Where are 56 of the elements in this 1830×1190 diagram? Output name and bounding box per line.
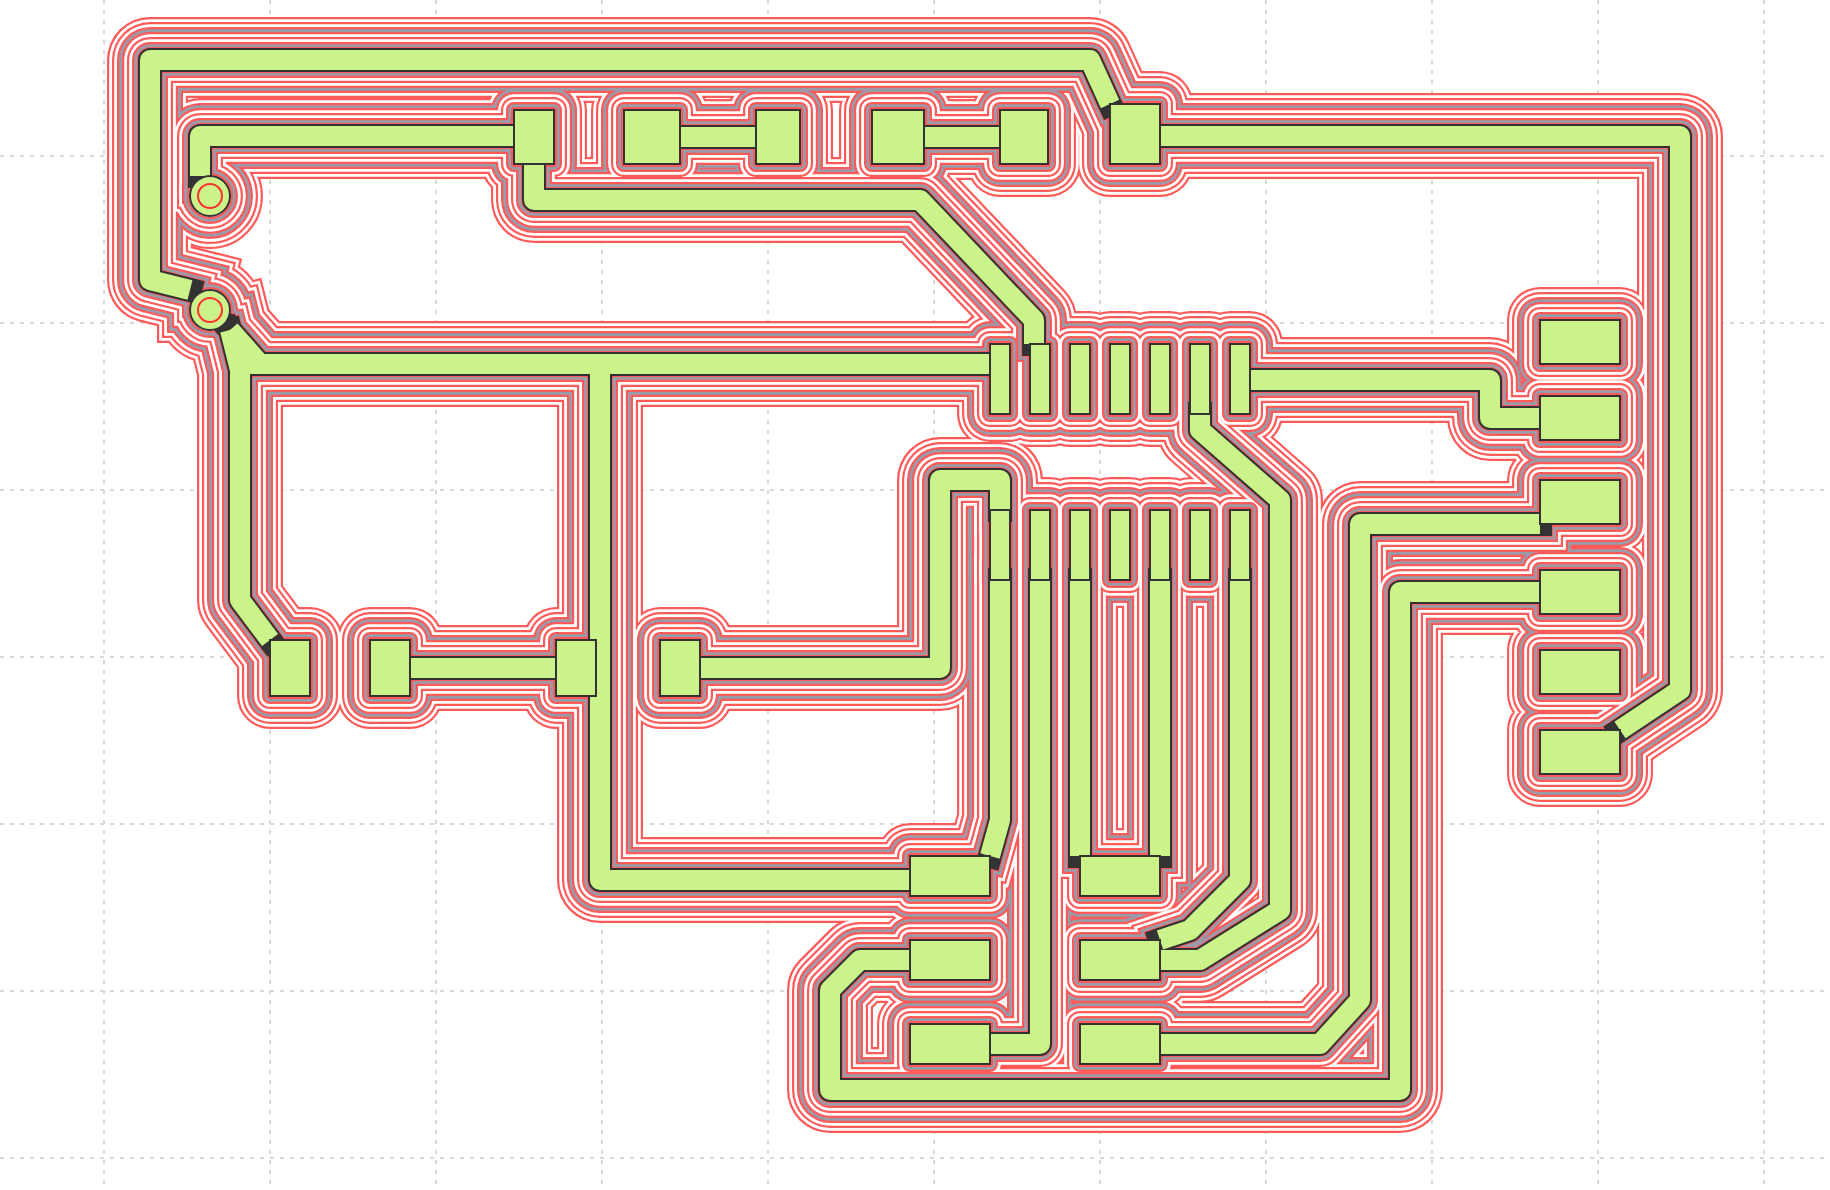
copper-trace	[1160, 514, 1540, 1054]
copper-trace	[680, 127, 756, 147]
copper-trace	[190, 126, 514, 176]
through-hole-pad	[189, 175, 231, 217]
solder-pad	[1149, 509, 1171, 581]
solder-pad	[1079, 855, 1161, 897]
copper-trace	[1160, 126, 1690, 739]
solder-pad	[269, 639, 311, 697]
solder-pad	[1539, 649, 1621, 695]
solder-pad	[1229, 509, 1251, 581]
solder-pad	[1109, 343, 1131, 415]
solder-pad	[369, 639, 411, 697]
solder-pad	[909, 939, 991, 981]
solder-pad	[1109, 103, 1161, 165]
copper-trace	[410, 658, 556, 678]
solder-pad	[513, 109, 555, 165]
copper-trace	[820, 582, 1540, 1100]
solder-pad	[1029, 509, 1051, 581]
solder-pad	[1189, 509, 1211, 581]
solder-pad	[1069, 343, 1091, 415]
solder-pad	[659, 639, 701, 697]
copper-trace	[700, 470, 1010, 678]
solder-pad	[989, 343, 1011, 415]
solder-pad	[989, 509, 1011, 581]
solder-pad	[1539, 319, 1621, 365]
solder-pad	[755, 109, 801, 165]
copper-trace	[140, 50, 1120, 300]
solder-pad	[1109, 509, 1131, 581]
copper-trace	[1250, 370, 1540, 428]
solder-pad	[1029, 343, 1051, 415]
copper-trace	[1070, 580, 1090, 856]
through-hole-pad	[189, 289, 231, 331]
solder-pad	[1079, 939, 1161, 981]
solder-pad	[1539, 729, 1621, 775]
solder-pad	[1189, 343, 1211, 415]
solder-pad	[1149, 343, 1171, 415]
copper-trace	[220, 327, 278, 646]
solder-pad	[623, 109, 681, 165]
solder-pad	[999, 109, 1049, 165]
copper-trace	[980, 580, 1010, 859]
solder-pad	[1539, 395, 1621, 441]
solder-pad	[1069, 509, 1091, 581]
copper-trace	[990, 580, 1050, 1054]
copper-trace	[1156, 580, 1250, 950]
copper-trace	[1160, 414, 1290, 970]
solder-pad	[1539, 479, 1621, 525]
solder-pad	[1539, 569, 1621, 615]
solder-pad	[909, 1023, 991, 1065]
copper-trace	[924, 127, 1000, 147]
solder-pad	[871, 109, 925, 165]
copper-trace	[524, 164, 1044, 344]
solder-pad	[1229, 343, 1251, 415]
solder-pad	[909, 855, 991, 897]
solder-pad	[1079, 1023, 1161, 1065]
solder-pad	[555, 639, 597, 697]
copper-trace	[1150, 580, 1170, 856]
